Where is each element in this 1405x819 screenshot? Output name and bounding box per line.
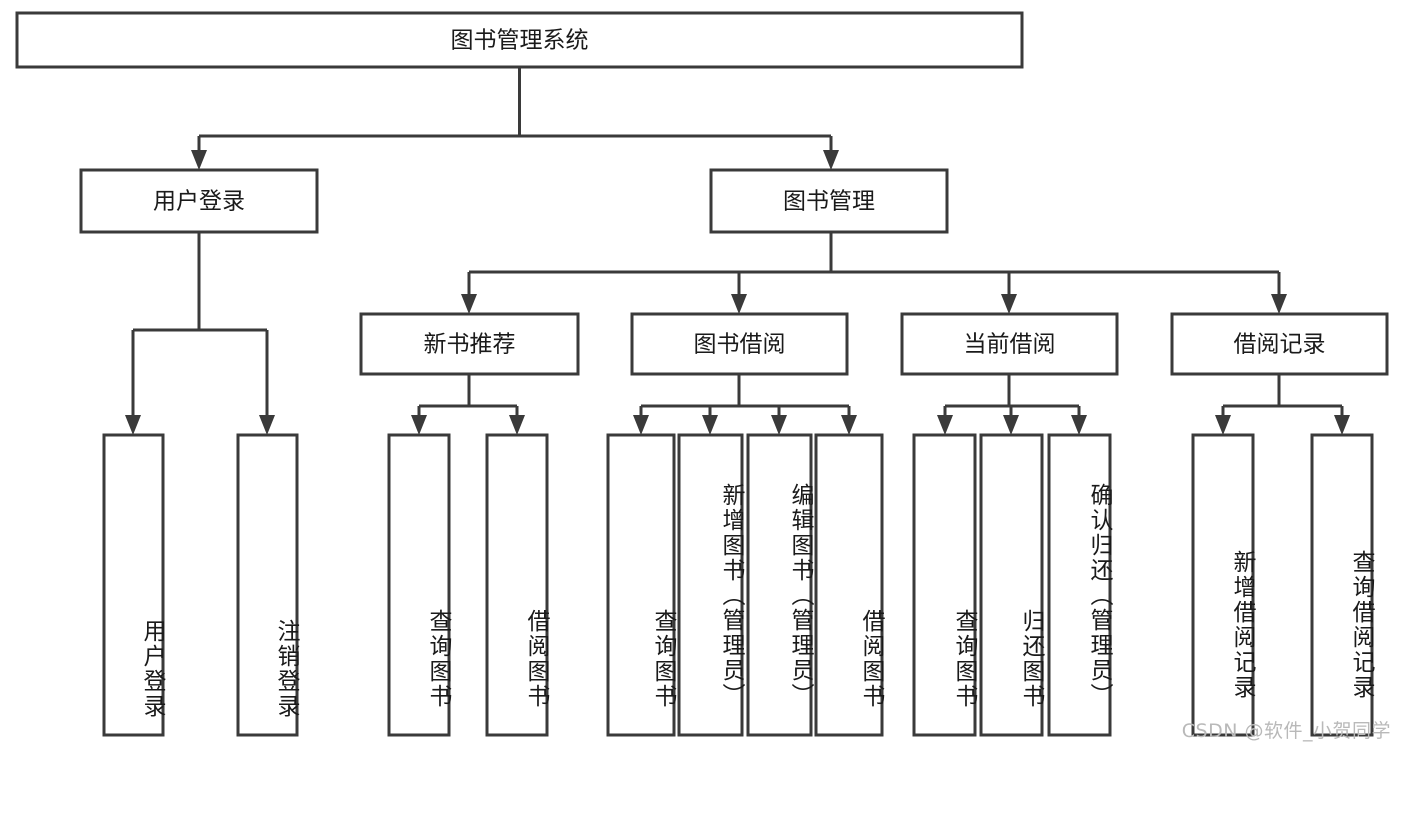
connector-group-current-borrow: [937, 374, 1087, 435]
arrow-head-book-manage: [823, 150, 839, 170]
arrow-head-current-borrow: [1001, 294, 1017, 314]
leaf-query-book-3-box[interactable]: [912, 433, 977, 737]
connector-group-user-login: [125, 232, 275, 435]
leaf-add-record-box[interactable]: [1191, 433, 1255, 737]
leaf-return-book-box[interactable]: [979, 433, 1044, 737]
leaf-group-current-borrow: [912, 433, 1112, 737]
leaf-group-book-borrow: [606, 433, 884, 737]
arrow-head-leaf-query-book-3: [937, 415, 953, 435]
connector-group-new-book-recommend: [411, 374, 525, 435]
node-current-borrow[interactable]: 当前借阅: [900, 312, 1119, 376]
node-current-borrow-box[interactable]: [900, 312, 1119, 376]
arrow-head-new-book-recommend: [461, 294, 477, 314]
leaf-group-user-login: [102, 433, 299, 737]
node-borrow-record-label: 借阅记录: [1234, 332, 1326, 358]
node-book-borrow-label: 图书借阅: [694, 332, 786, 358]
flowchart-svg: 图书管理系统 用户登录 图书管理 新书推荐 图书借阅 当前借阅 借阅记录: [15, 11, 1389, 737]
node-book-manage[interactable]: 图书管理: [709, 168, 949, 234]
node-borrow-record-box[interactable]: [1170, 312, 1389, 376]
arrow-head-leaf-confirm-return: [1071, 415, 1087, 435]
arrow-head-leaf-query-book-1: [411, 415, 427, 435]
node-book-manage-label: 图书管理: [783, 189, 875, 215]
node-root-box[interactable]: [15, 11, 1024, 69]
connector-group-book-manage: [461, 232, 1287, 314]
node-new-book-recommend-box[interactable]: [359, 312, 580, 376]
connector-group-borrow-record: [1215, 374, 1350, 435]
arrow-head-borrow-record: [1271, 294, 1287, 314]
arrow-head-leaf-return-book: [1003, 415, 1019, 435]
connector-group-book-borrow: [633, 374, 857, 435]
leaf-query-record-box[interactable]: [1310, 433, 1374, 737]
arrow-head-book-borrow: [731, 294, 747, 314]
arrow-head-leaf-borrow-book-1: [509, 415, 525, 435]
leaf-query-book-2-box[interactable]: [606, 433, 676, 737]
leaf-group-borrow-record: [1191, 433, 1374, 737]
node-book-manage-box[interactable]: [709, 168, 949, 234]
connector-group-root: [191, 67, 839, 170]
node-new-book-recommend-label: 新书推荐: [424, 332, 516, 358]
node-borrow-record[interactable]: 借阅记录: [1170, 312, 1389, 376]
node-root-label: 图书管理系统: [451, 28, 589, 54]
node-user-login-box[interactable]: [79, 168, 319, 234]
arrow-head-leaf-query-record: [1334, 415, 1350, 435]
arrow-head-leaf-add-record: [1215, 415, 1231, 435]
arrow-head-leaf-logout-login: [259, 415, 275, 435]
leaf-group-new-book-recommend: [387, 433, 549, 737]
node-book-borrow[interactable]: 图书借阅: [630, 312, 849, 376]
leaf-logout-login-box[interactable]: [236, 433, 299, 737]
leaf-confirm-return-box[interactable]: [1047, 433, 1112, 737]
node-user-login-label: 用户登录: [153, 189, 245, 215]
leaf-borrow-book-1-box[interactable]: [485, 433, 549, 737]
leaf-edit-book-box[interactable]: [746, 433, 813, 737]
arrow-head-leaf-user-login: [125, 415, 141, 435]
watermark-text: CSDN @软件_小贺同学: [1181, 720, 1391, 742]
node-root[interactable]: 图书管理系统: [15, 11, 1024, 69]
leaf-borrow-book-2-box[interactable]: [814, 433, 884, 737]
node-book-borrow-box[interactable]: [630, 312, 849, 376]
leaf-add-book-box[interactable]: [677, 433, 744, 737]
node-current-borrow-label: 当前借阅: [964, 332, 1056, 358]
arrow-head-leaf-edit-book: [771, 415, 787, 435]
node-new-book-recommend[interactable]: 新书推荐: [359, 312, 580, 376]
leaf-user-login-box[interactable]: [102, 433, 165, 737]
arrow-head-user-login: [191, 150, 207, 170]
arrow-head-leaf-add-book: [702, 415, 718, 435]
flowchart-canvas: 图书管理系统 用户登录 图书管理 新书推荐 图书借阅 当前借阅 借阅记录: [15, 11, 1391, 742]
arrow-head-leaf-borrow-book-2: [841, 415, 857, 435]
node-user-login[interactable]: 用户登录: [79, 168, 319, 234]
arrow-head-leaf-query-book-2: [633, 415, 649, 435]
leaf-query-book-1-box[interactable]: [387, 433, 451, 737]
